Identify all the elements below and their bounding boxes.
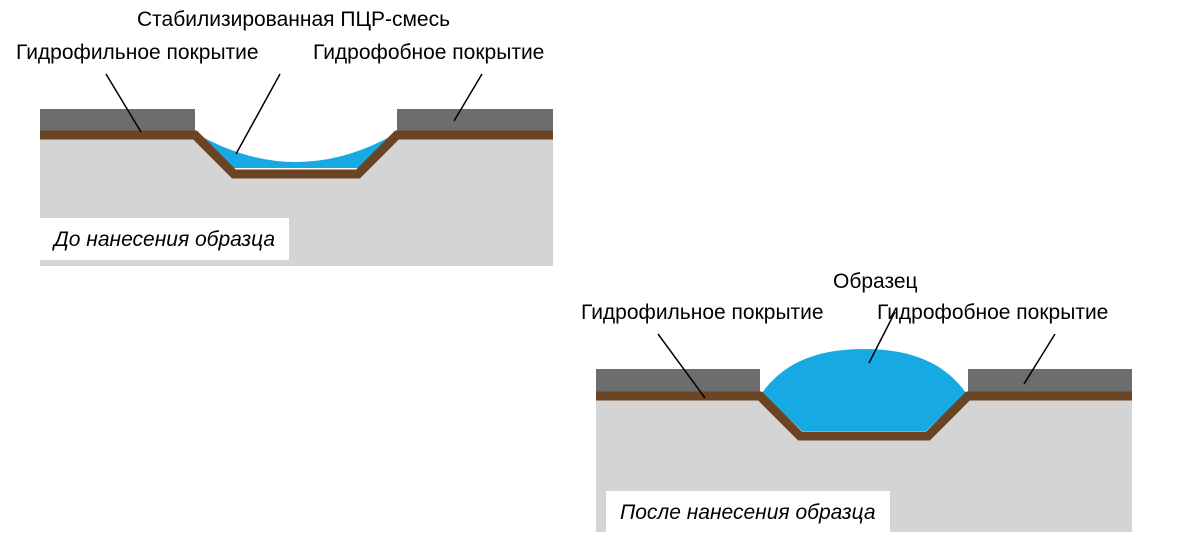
leader-hydrophobic [453, 73, 483, 122]
label-hydrophobic-coating: Гидрофобное покрытие [313, 41, 545, 64]
sample-droplet [762, 349, 966, 431]
label-hydrophilic-coating: Гидрофильное покрытие [581, 301, 824, 324]
pcr-mix-liquid [197, 134, 395, 168]
label-hydrophobic-coating: Гидрофобное покрытие [877, 301, 1109, 324]
leader-hydrophilic [657, 333, 706, 399]
hydrophilic-coating [596, 391, 1132, 441]
label-hydrophilic-coating: Гидрофильное покрытие [16, 41, 259, 64]
caption-before: До нанесения образца [40, 218, 290, 260]
leader-sample [868, 311, 896, 364]
label-pcr-mix: Стабилизированная ПЦР-смесь [137, 8, 451, 31]
caption-after: После нанесения образца [606, 491, 890, 533]
label-sample: Образец [833, 270, 918, 293]
leader-hydrophilic [105, 73, 142, 133]
leader-pcr-mix [235, 73, 281, 155]
hydrophilic-coating [40, 130, 553, 179]
leader-hydrophobic [1023, 333, 1056, 385]
